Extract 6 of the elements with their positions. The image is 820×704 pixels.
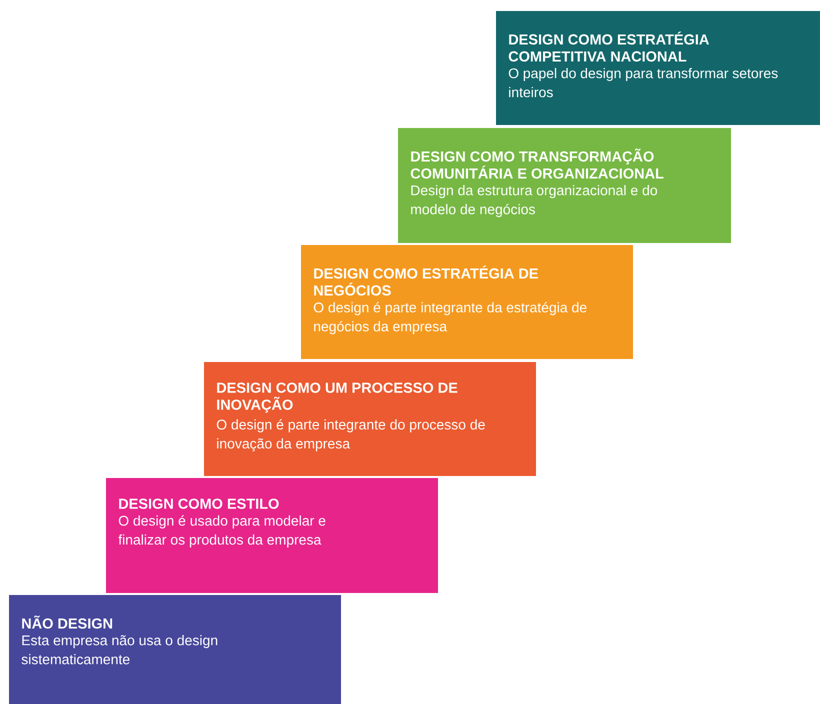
step-box: DESIGN COMO ESTRATÉGIA DE NEGÓCIOS O design é parte integrante da estratégia de negócios da empresa: [301, 245, 633, 359]
step-box: DESIGN COMO ESTRATÉGIA COMPETITIVA NACIONAL O papel do design para transformar setores inteiros: [496, 11, 820, 125]
step-box: NÃO DESIGN Esta empresa não usa o design sistematicamente: [9, 594, 341, 704]
step-box: DESIGN COMO TRANSFORMAÇÃO COMUNITÁRIA E ORGANIZACIONAL Design da estrutura organizacional e do modelo de negócios: [398, 128, 731, 243]
step-box: DESIGN COMO ESTILO O design é usado para modelar e finalizar os produtos da empresa: [106, 478, 438, 593]
step-box: DESIGN COMO UM PROCESSO DE INOVAÇÃO O design é parte integrante do processo de inovação da empresa: [204, 362, 536, 476]
